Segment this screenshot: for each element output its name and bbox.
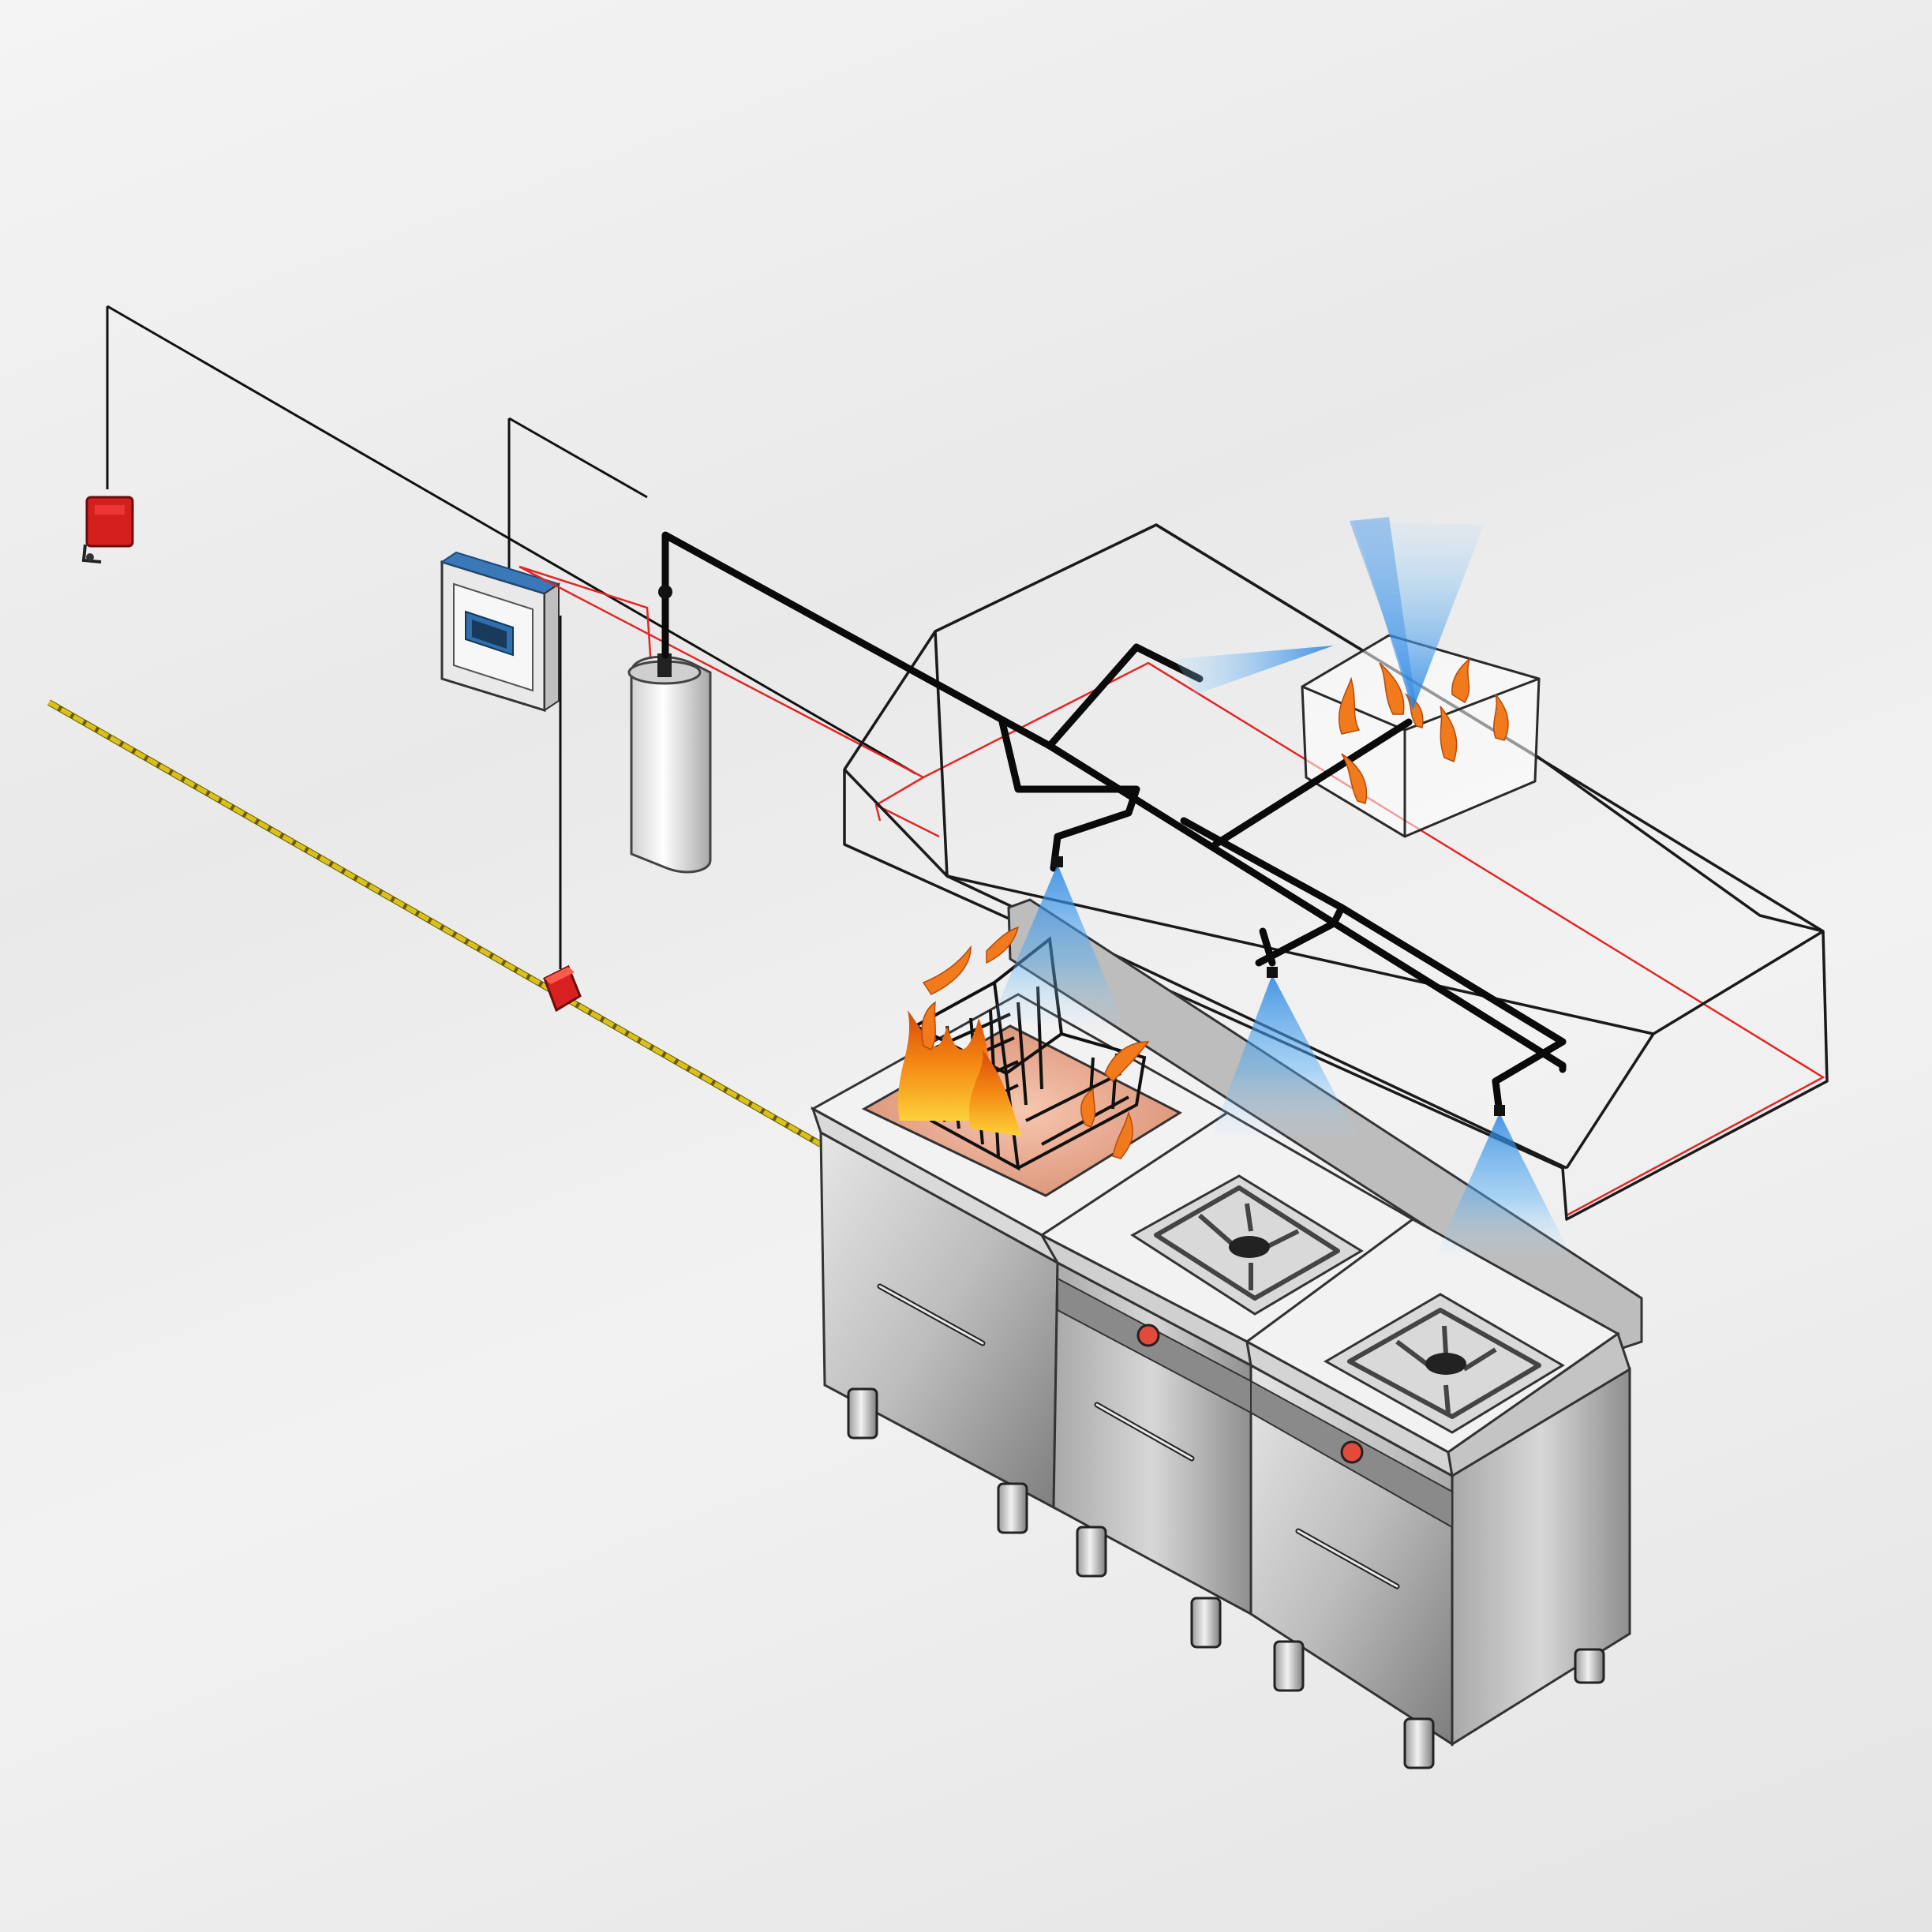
control-panel-icon[interactable] [440,551,561,713]
fryer-flames [897,926,1150,1159]
manual-pull-station-icon[interactable] [81,496,134,564]
appliance-nozzle-sprays [990,856,1571,1255]
plenum-flames [1338,657,1509,804]
duct-nozzle-sprays [1174,517,1484,710]
cooking-line [810,898,1643,1769]
agent-cylinder-icon [627,653,712,874]
range-burner-2 [1323,1293,1565,1434]
fuel-gas-line [47,699,822,1148]
spray-nozzle-icon [1052,856,1505,1116]
agent-distribution-pipe [658,531,1567,1117]
gas-shutoff-valve-icon[interactable] [543,964,582,1013]
range-burner-1 [1130,1174,1364,1316]
figure-colors [0,0,1,1]
detection-line [519,565,1825,1217]
signal-wiring [106,305,916,969]
